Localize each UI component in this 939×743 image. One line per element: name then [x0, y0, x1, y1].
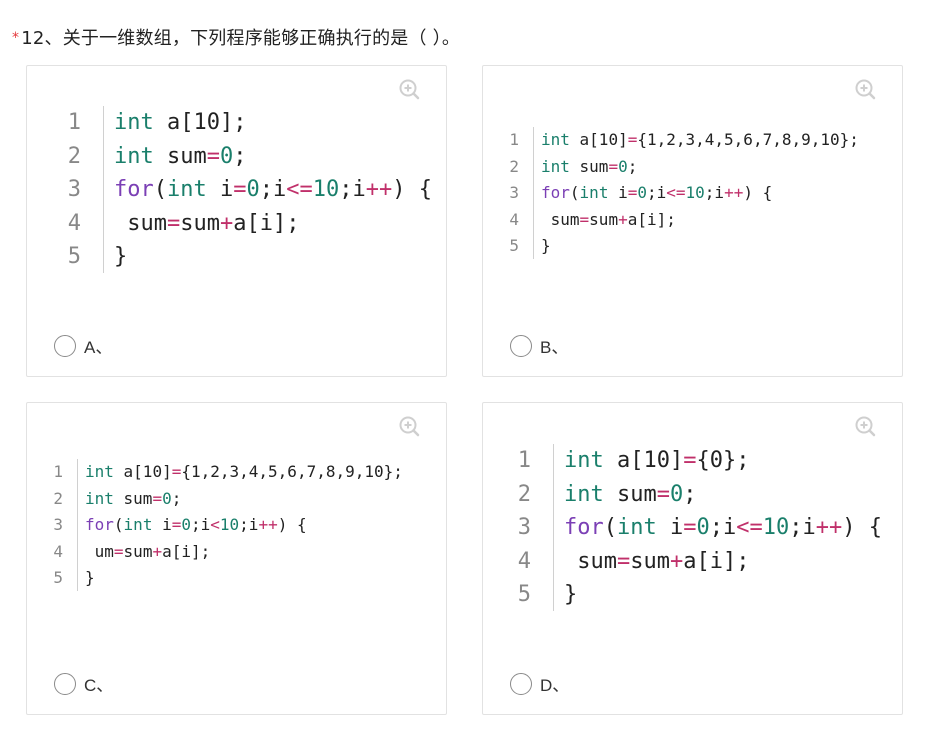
option-d-radio-row[interactable]: D、: [510, 671, 569, 696]
code-line: int a[10]={1,2,3,4,5,6,7,8,9,10};: [541, 130, 859, 149]
option-label: D、: [540, 676, 570, 695]
option-card-d[interactable]: 1 2 3 4 5 int a[10]={0}; int sum=0; for(int i=…: [482, 402, 903, 715]
code-snippet-d: 1 2 3 4 5 int a[10]={0}; int sum=0; for(int i=…: [509, 444, 882, 611]
option-label: B、: [540, 338, 569, 357]
radio-button[interactable]: [510, 334, 532, 357]
code-line: int a[10]={0};: [564, 448, 750, 473]
line-number: 5: [53, 568, 63, 587]
line-number: 5: [509, 236, 519, 255]
line-number: 1: [67, 110, 81, 135]
code-line: int sum=0;: [114, 143, 247, 169]
line-numbers: 1 2 3 4 5: [49, 459, 63, 592]
line-number: 3: [67, 177, 81, 202]
zoom-in-icon[interactable]: [398, 78, 420, 100]
radio-button[interactable]: [54, 334, 76, 357]
line-number: 4: [517, 548, 531, 574]
line-number: 2: [517, 481, 531, 507]
line-number: 5: [517, 582, 531, 607]
option-b-radio-row[interactable]: B、: [510, 333, 568, 358]
code-line: um=sum+a[i];: [85, 541, 211, 561]
code-line: int a[10];: [114, 110, 247, 135]
gutter-divider: [77, 459, 78, 591]
line-number: 3: [509, 183, 519, 202]
line-number: 4: [509, 209, 519, 229]
line-number: 4: [67, 210, 81, 236]
line-number: 1: [517, 448, 531, 473]
question-title: *12、关于一维数组，下列程序能够正确执行的是（ ）。: [12, 24, 460, 50]
code-lines: int a[10]={1,2,3,4,5,6,7,8,9,10}; int sum…: [541, 127, 859, 260]
line-number: 4: [53, 541, 63, 561]
line-numbers: 1 2 3 4 5: [509, 444, 531, 612]
code-lines: int a[10]={1,2,3,4,5,6,7,8,9,10}; int sum…: [85, 459, 403, 592]
code-line: for(int i=0;i<10;i++) {: [85, 515, 307, 534]
code-line: }: [114, 244, 128, 269]
line-numbers: 1 2 3 4 5: [59, 106, 81, 274]
code-line: int sum=0;: [541, 156, 638, 176]
radio-button[interactable]: [510, 672, 532, 695]
line-number: 2: [509, 156, 519, 176]
radio-button[interactable]: [54, 672, 76, 695]
line-number: 1: [53, 462, 63, 481]
code-line: for(int i=0;i<=10;i++) {: [541, 183, 773, 202]
code-lines: int a[10]; int sum=0; for(int i=0;i<=10;i+…: [114, 106, 432, 274]
line-number: 3: [53, 515, 63, 534]
question-text: 12、关于一维数组，下列程序能够正确执行的是（ ）。: [21, 28, 461, 49]
option-c-radio-row[interactable]: C、: [54, 671, 113, 696]
option-label: A、: [84, 338, 113, 357]
option-label: C、: [84, 676, 114, 695]
code-line: for(int i=0;i<=10;i++) {: [114, 177, 432, 202]
line-number: 2: [67, 143, 81, 169]
code-line: int a[10]={1,2,3,4,5,6,7,8,9,10};: [85, 462, 403, 481]
gutter-divider: [553, 444, 554, 611]
code-line: for(int i=0;i<=10;i++) {: [564, 515, 882, 540]
code-line: }: [85, 568, 95, 587]
code-line: int sum=0;: [564, 481, 697, 507]
line-number: 5: [67, 244, 81, 269]
code-line: }: [541, 236, 551, 255]
code-line: int sum=0;: [85, 488, 182, 508]
code-line: sum=sum+a[i];: [564, 548, 750, 574]
zoom-in-icon[interactable]: [854, 78, 876, 100]
zoom-in-icon[interactable]: [854, 415, 876, 437]
gutter-divider: [533, 127, 534, 259]
option-a-radio-row[interactable]: A、: [54, 333, 112, 358]
line-number: 2: [53, 488, 63, 508]
zoom-in-icon[interactable]: [398, 415, 420, 437]
code-lines: int a[10]={0}; int sum=0; for(int i=0;i<=1…: [564, 444, 882, 612]
code-snippet-a: 1 2 3 4 5 int a[10]; int sum=0; for(int i=0;i<…: [59, 106, 432, 273]
option-card-a[interactable]: 1 2 3 4 5 int a[10]; int sum=0; for(int i=0;i<…: [26, 65, 447, 377]
line-numbers: 1 2 3 4 5: [505, 127, 519, 260]
line-number: 1: [509, 130, 519, 149]
required-mark: *: [12, 30, 20, 46]
gutter-divider: [103, 106, 104, 273]
code-line: sum=sum+a[i];: [114, 210, 300, 236]
code-line: sum=sum+a[i];: [541, 209, 676, 229]
line-number: 3: [517, 515, 531, 540]
code-line: }: [564, 582, 578, 607]
